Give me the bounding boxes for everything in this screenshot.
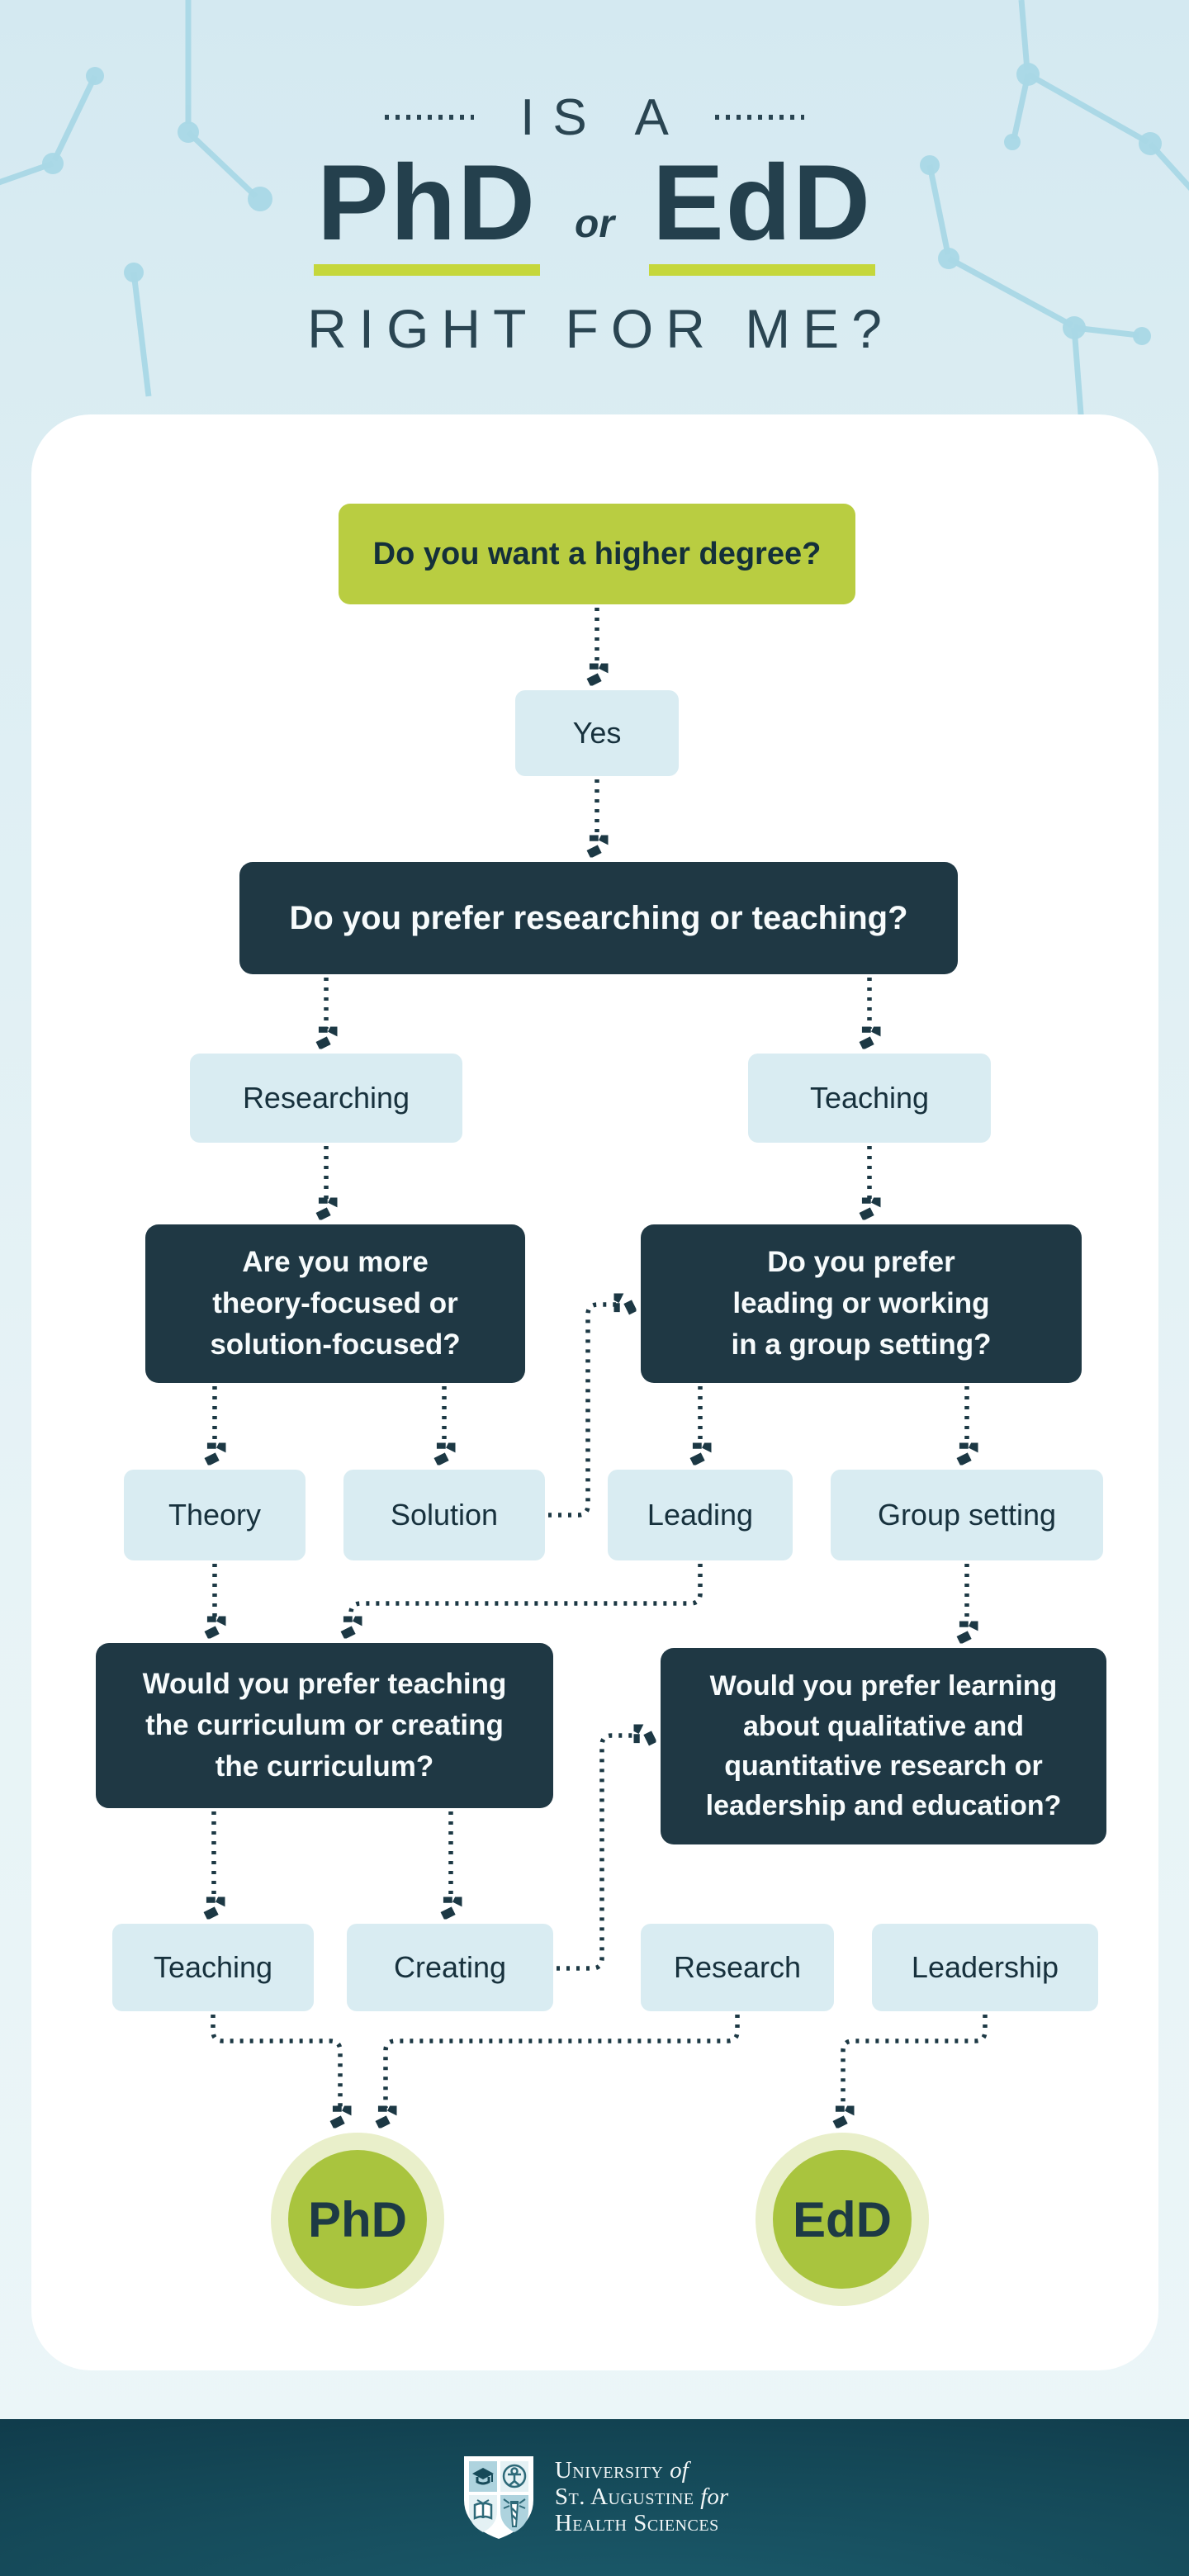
university-line1-of: of: [670, 2457, 689, 2484]
question-line: in a group setting?: [731, 1328, 992, 1361]
footer: University of St. Augustine for Health S…: [0, 2419, 1189, 2576]
graduation-cap-icon: [471, 2468, 494, 2485]
title-degree-row: PhD or EdD: [0, 149, 1189, 276]
open-book-icon: [473, 2499, 493, 2520]
answer-theory: Theory: [124, 1470, 306, 1560]
result-phd: PhD: [271, 2133, 444, 2306]
answer-teaching: Teaching: [748, 1054, 991, 1143]
result-edd-label: EdD: [773, 2150, 912, 2289]
title-edd: EdD: [649, 149, 875, 276]
question-line: Are you more: [242, 1246, 429, 1279]
answer-research: Research: [641, 1924, 834, 2011]
title-or: or: [575, 201, 614, 246]
question-line: about qualitative and: [742, 1710, 1025, 1742]
question-teaching-or-creating-curriculum: Would you prefer teaching the curriculum…: [96, 1643, 553, 1808]
answer-group-setting: Group setting: [831, 1470, 1103, 1560]
lighthouse-icon: [503, 2498, 526, 2527]
university-line2-for: for: [700, 2484, 729, 2511]
question-line: solution-focused?: [210, 1328, 461, 1361]
university-line1: University: [554, 2457, 670, 2484]
question-line: Would you prefer teaching: [142, 1668, 507, 1701]
question-line: Do you prefer: [767, 1246, 955, 1279]
title-phd: PhD: [314, 149, 540, 276]
dotted-rule-left: [385, 115, 475, 120]
question-theory-or-solution: Are you more theory-focused or solution-…: [145, 1224, 525, 1383]
question-higher-degree: Do you want a higher degree?: [339, 504, 855, 604]
question-research-or-leadership: Would you prefer learning about qualitat…: [661, 1648, 1106, 1844]
title-subtitle: RIGHT FOR ME?: [307, 298, 894, 359]
university-shield-logo: [463, 2456, 533, 2539]
title-block: IS A PhD or EdD RIGHT FOR ME?: [0, 88, 1189, 360]
title-eyebrow: IS A: [520, 88, 687, 146]
answer-teaching-curriculum: Teaching: [112, 1924, 314, 2011]
answer-yes: Yes: [515, 690, 679, 776]
title-eyebrow-row: IS A: [0, 88, 1189, 146]
question-line: leading or working: [732, 1287, 990, 1320]
answer-leadership: Leadership: [872, 1924, 1098, 2011]
question-line: the curriculum?: [215, 1750, 434, 1783]
dotted-rule-right: [714, 115, 804, 120]
university-name: University of St. Augustine for Health S…: [554, 2457, 729, 2537]
answer-researching: Researching: [190, 1054, 462, 1143]
question-line: theory-focused or: [212, 1287, 458, 1320]
question-researching-or-teaching: Do you prefer researching or teaching?: [239, 862, 958, 974]
answer-leading: Leading: [608, 1470, 793, 1560]
answer-creating-curriculum: Creating: [347, 1924, 553, 2011]
question-leading-or-group: Do you prefer leading or working in a gr…: [641, 1224, 1082, 1383]
question-line: Would you prefer learning: [709, 1670, 1058, 1702]
university-line2: St. Augustine: [554, 2484, 701, 2511]
question-line: the curriculum or creating: [145, 1709, 504, 1742]
result-edd: EdD: [756, 2133, 929, 2306]
answer-solution: Solution: [343, 1470, 545, 1560]
vitruvian-man-icon: [502, 2464, 527, 2488]
question-line: quantitative research or: [724, 1750, 1043, 1782]
question-line: leadership and education?: [705, 1790, 1062, 1822]
university-line3: Health Sciences: [554, 2509, 719, 2536]
result-phd-label: PhD: [288, 2150, 427, 2289]
